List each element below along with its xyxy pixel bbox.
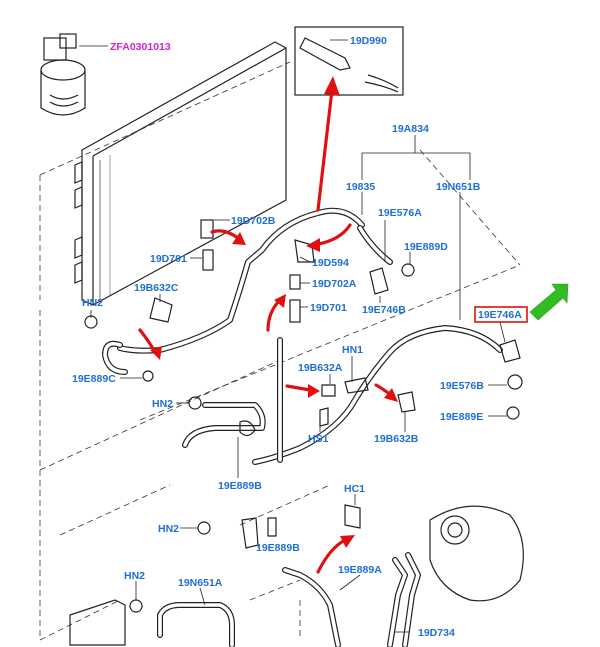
callout-hn2-b[interactable]: HN2 xyxy=(152,398,173,410)
callout-19e889b-low[interactable]: 19E889B xyxy=(256,542,300,554)
callout-hn2-d[interactable]: HN2 xyxy=(124,570,145,582)
red-arrows xyxy=(138,76,398,574)
callout-hn1[interactable]: HN1 xyxy=(342,344,363,356)
callout-labels: ZFA0301013 19D990 19A834 19835 19N651B 1… xyxy=(72,35,522,639)
leader-lines xyxy=(79,39,507,633)
callout-19e576b[interactable]: 19E576B xyxy=(440,380,484,392)
callout-19835[interactable]: 19835 xyxy=(346,181,375,193)
callout-19d701-left[interactable]: 19D701 xyxy=(150,253,187,265)
inset-19d990 xyxy=(294,26,404,96)
highlight-box-19e746a xyxy=(474,306,528,323)
callout-19d702a[interactable]: 19D702A xyxy=(312,278,357,290)
callout-19e889d[interactable]: 19E889D xyxy=(404,241,448,253)
callout-hc1[interactable]: HC1 xyxy=(344,483,365,495)
callout-19e889e[interactable]: 19E889E xyxy=(440,411,483,423)
callout-19e746a[interactable]: 19E746A xyxy=(478,309,522,321)
condenser xyxy=(74,41,287,306)
callout-19e576a-top[interactable]: 19E576A xyxy=(378,207,422,219)
callout-19b632a[interactable]: 19B632A xyxy=(298,362,343,374)
receiver-drier xyxy=(40,33,86,116)
callout-19d990[interactable]: 19D990 xyxy=(350,35,387,47)
callout-19n651b[interactable]: 19N651B xyxy=(436,181,481,193)
callout-19e889c[interactable]: 19E889C xyxy=(72,373,116,385)
callout-19e889b-mid[interactable]: 19E889B xyxy=(218,480,262,492)
callout-hs1[interactable]: HS1 xyxy=(308,433,329,445)
callout-hn2-c[interactable]: HN2 xyxy=(158,523,179,535)
callout-19n651a[interactable]: 19N651A xyxy=(178,577,223,589)
callout-19e746b[interactable]: 19E746B xyxy=(362,304,406,316)
callout-19d594[interactable]: 19D594 xyxy=(312,257,349,269)
callout-19d701-mid[interactable]: 19D701 xyxy=(310,302,347,314)
callout-zfa0301013[interactable]: ZFA0301013 xyxy=(110,41,171,53)
hoses xyxy=(102,207,503,647)
callout-19d734[interactable]: 19D734 xyxy=(418,627,455,639)
callout-19e889a[interactable]: 19E889A xyxy=(338,564,382,576)
green-pointer-arrow xyxy=(529,283,569,321)
components xyxy=(69,219,524,646)
callout-19b632c[interactable]: 19B632C xyxy=(134,282,179,294)
callout-19d702b[interactable]: 19D702B xyxy=(231,215,276,227)
callout-hn2-a[interactable]: HN2 xyxy=(82,297,103,309)
callout-19a834[interactable]: 19A834 xyxy=(392,123,429,135)
callout-19b632b[interactable]: 19B632B xyxy=(374,433,419,445)
